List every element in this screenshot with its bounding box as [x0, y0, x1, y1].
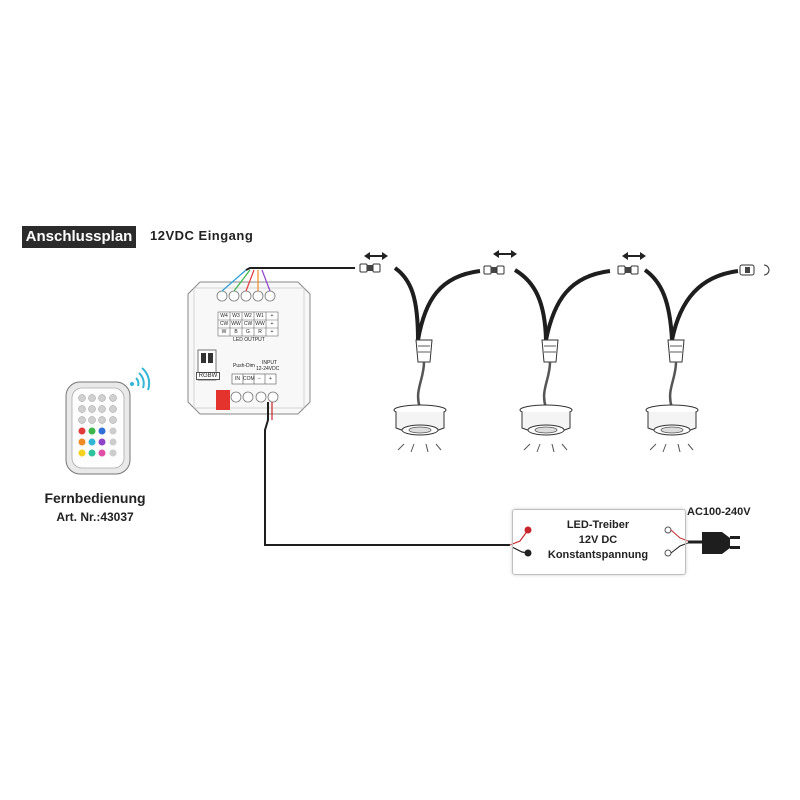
terminal-label: + — [269, 376, 272, 382]
remote-control — [65, 381, 131, 475]
terminal-label: − — [258, 376, 261, 382]
double-arrow-icon — [621, 251, 647, 261]
grid-cell: B — [234, 329, 238, 335]
grid-cell: WW — [231, 321, 241, 327]
double-arrow-icon — [492, 249, 518, 259]
grid-cell: WW — [255, 321, 265, 327]
downlight-icon — [644, 338, 700, 454]
led-driver-label: LED-Treiber 12V DC Konstantspannung — [530, 518, 666, 563]
downlight-icon — [518, 338, 574, 454]
grid-cell: CW — [243, 321, 253, 327]
push-dim-label: Push-Dim — [233, 363, 255, 369]
led-driver-box — [512, 509, 686, 575]
grid-cell: G — [246, 329, 250, 335]
double-arrow-icon — [363, 251, 389, 261]
diagram-title: Anschlussplan — [22, 226, 136, 248]
grid-cell: R — [258, 329, 262, 335]
mains-voltage-label: AC100-240V — [687, 506, 751, 518]
terminal-label: COM — [243, 376, 255, 382]
grid-cell: W4 — [220, 313, 228, 319]
grid-cell: W2 — [244, 313, 252, 319]
led-output-label: LED OUTPUT — [233, 337, 265, 343]
downlight-icon — [392, 338, 448, 454]
grid-cell: + — [270, 329, 274, 335]
led-controller — [187, 281, 311, 415]
grid-cell: + — [270, 321, 274, 327]
input-voltage-label: 12-24VDC — [256, 366, 280, 372]
diagram-subtitle: 12VDC Eingang — [150, 228, 254, 243]
grid-cell: + — [270, 313, 274, 319]
grid-cell: CW — [219, 321, 229, 327]
driver-line-3: Konstantspannung — [547, 549, 649, 561]
grid-cell: W3 — [232, 313, 240, 319]
mode-label: RGBW — [196, 372, 220, 380]
grid-cell: W1 — [256, 313, 264, 319]
remote-caption: Fernbedienung — [44, 490, 146, 506]
wifi-signal-icon — [130, 367, 151, 391]
input-label: INPUT — [262, 360, 277, 366]
terminal-label: IN — [235, 376, 240, 382]
power-plug-icon — [688, 532, 740, 554]
input-terminal-labels: IN COM − + — [232, 376, 276, 382]
driver-line-2: 12V DC — [578, 534, 618, 546]
grid-cell: W — [221, 329, 227, 335]
remote-article-number: Art. Nr.:43037 — [56, 510, 134, 524]
end-cap-icon — [739, 264, 770, 276]
driver-line-1: LED-Treiber — [566, 519, 630, 531]
